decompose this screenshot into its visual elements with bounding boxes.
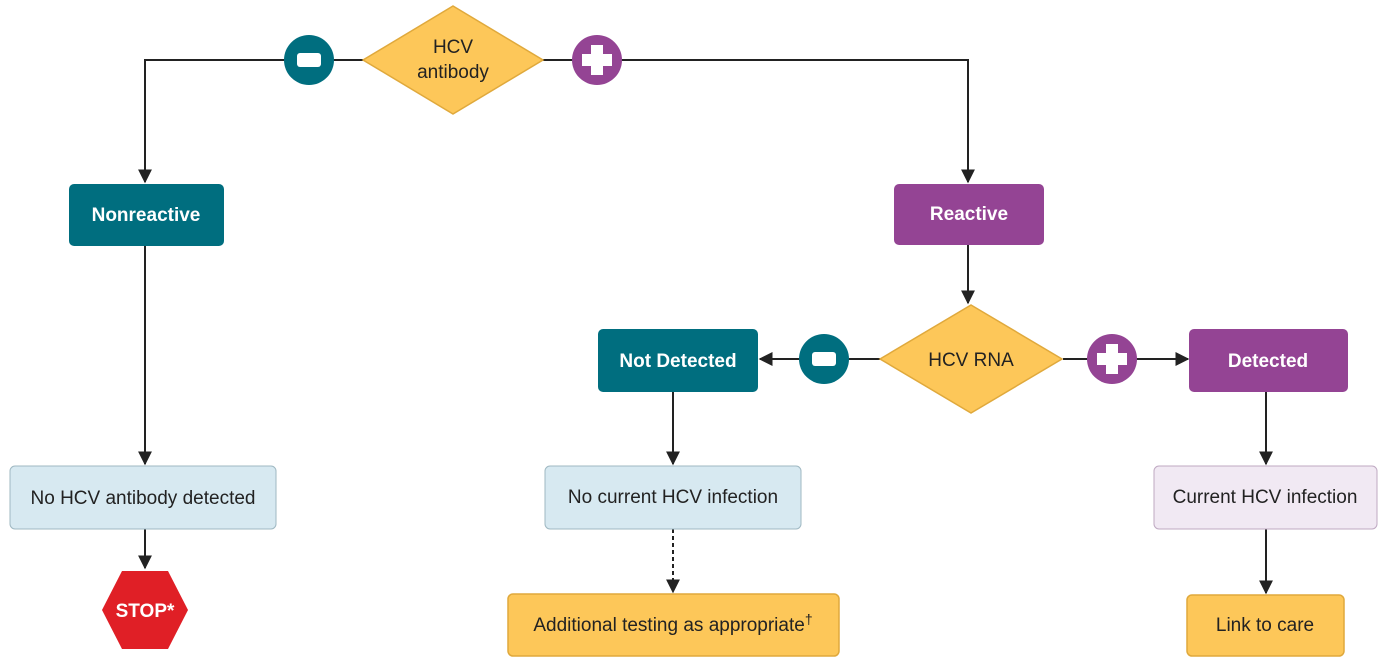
nonreactive-box: Nonreactive: [69, 184, 224, 246]
plus-circle-icon: [572, 35, 622, 85]
antibody-test-label-line2: antibody: [417, 62, 489, 83]
additional-testing-box: Additional testing as appropriate†: [507, 593, 840, 657]
no-current-infection-box: No current HCV infection: [544, 465, 802, 530]
rna-test-diamond: HCV RNA: [878, 304, 1064, 414]
current-infection-box: Current HCV infection: [1153, 465, 1378, 530]
plus-circle-icon: [1087, 334, 1137, 384]
rna-test-label: HCV RNA: [928, 350, 1014, 371]
stop-label: STOP*: [116, 601, 175, 622]
antibody-test-diamond: HCV antibody: [361, 5, 545, 115]
connector-antibody-to-nonreactive: [138, 59, 363, 184]
minus-circle-icon: [799, 334, 849, 384]
no-antibody-box: No HCV antibody detected: [9, 465, 277, 530]
minus-circle-icon: [284, 35, 334, 85]
current-infection-label: Current HCV infection: [1173, 487, 1358, 508]
antibody-test-label-line1: HCV: [433, 37, 473, 58]
link-to-care-box: Link to care: [1186, 594, 1345, 657]
stop-sign-icon: STOP*: [102, 571, 188, 649]
no-current-infection-label: No current HCV infection: [568, 487, 778, 508]
detected-label: Detected: [1228, 351, 1308, 372]
connector-antibody-to-reactive: [543, 59, 975, 184]
no-antibody-label: No HCV antibody detected: [31, 488, 256, 509]
detected-box: Detected: [1189, 329, 1348, 392]
additional-testing-label: Additional testing as appropriate†: [533, 611, 812, 636]
link-to-care-label: Link to care: [1216, 615, 1314, 636]
reactive-label: Reactive: [930, 204, 1008, 225]
reactive-box: Reactive: [894, 184, 1044, 245]
additional-testing-footnote: †: [805, 611, 813, 627]
not-detected-box: Not Detected: [598, 329, 758, 392]
not-detected-label: Not Detected: [619, 351, 736, 372]
additional-testing-text: Additional testing as appropriate: [533, 615, 804, 636]
nonreactive-label: Nonreactive: [92, 205, 201, 226]
